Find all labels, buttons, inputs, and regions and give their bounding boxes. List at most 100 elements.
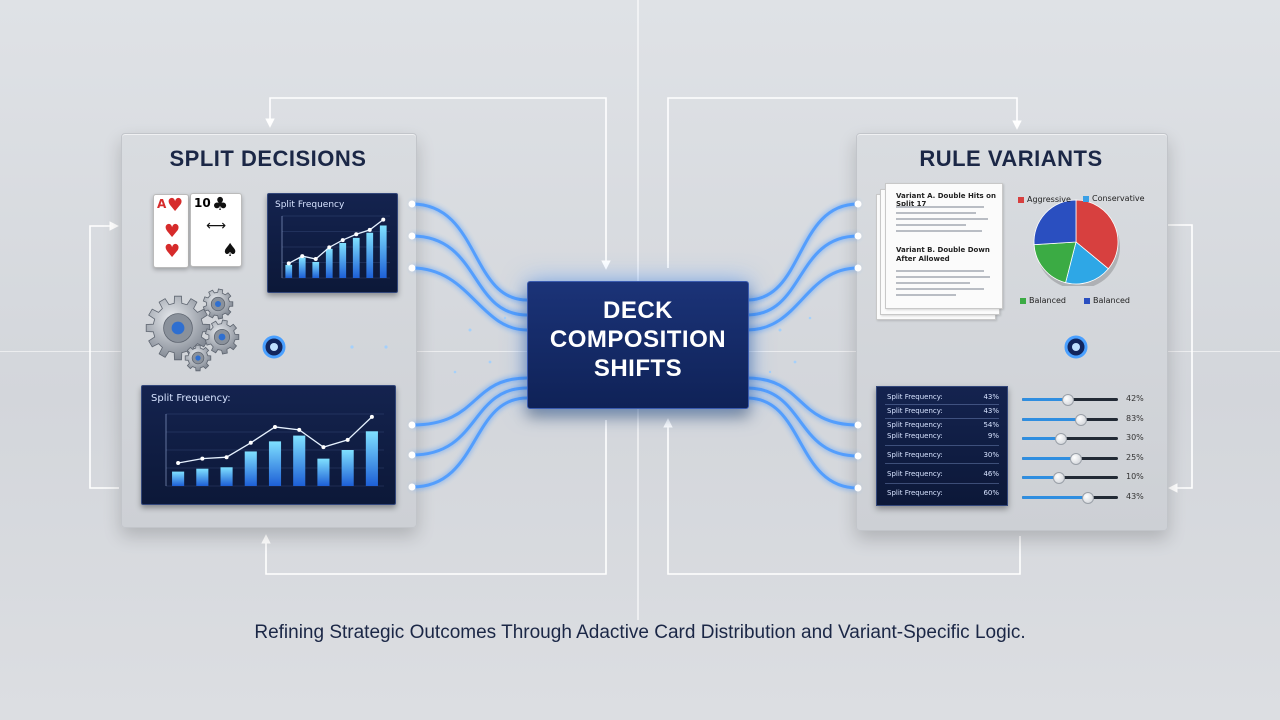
slider-value: 10% xyxy=(1126,472,1144,482)
variant-slider[interactable] xyxy=(1022,472,1118,485)
variant-slider[interactable] xyxy=(1022,394,1118,406)
chart-bar xyxy=(268,441,282,486)
chart-bar xyxy=(379,225,387,278)
table-row-divider xyxy=(885,463,999,464)
trend-point xyxy=(321,445,326,450)
rule-variant-pie-chart xyxy=(1033,199,1120,286)
central-title-line: SHIFTS xyxy=(593,355,683,382)
slider-fill xyxy=(1022,476,1058,480)
legend-balanced-2: Balanced xyxy=(1084,296,1130,305)
slider-value: 83% xyxy=(1126,413,1144,423)
doc-text-line xyxy=(896,218,988,220)
chart-bar xyxy=(298,257,306,278)
variant-slider[interactable] xyxy=(1022,433,1118,446)
doc-text-line xyxy=(896,206,984,208)
slider-knob[interactable] xyxy=(1069,452,1082,465)
slider-knob[interactable] xyxy=(1055,433,1068,446)
chart-bar xyxy=(339,242,347,278)
doc-text-line xyxy=(896,288,984,290)
trend-point xyxy=(248,440,253,445)
trend-point xyxy=(297,427,302,432)
table-row-divider xyxy=(885,483,999,484)
table-row-divider xyxy=(885,445,999,446)
chart-bar xyxy=(352,237,360,278)
diagram-caption: Refining Strategic Outcomes Through Adac… xyxy=(254,622,1026,643)
variant-slider[interactable] xyxy=(1022,452,1118,465)
chart-bar xyxy=(341,450,354,486)
ten-clubs-card: 10 ♣ ⟷ ♠ xyxy=(190,193,242,267)
split-frequency-table: Split Frequency: 43% Split Frequency: 43… xyxy=(876,386,1008,506)
heart-icon: ♥ xyxy=(164,221,181,242)
deck-composition-shifts-box: DECK COMPOSITION SHIFTS xyxy=(527,281,749,409)
table-row-label: Split Frequency: xyxy=(887,451,943,459)
club-icon: ♣ xyxy=(212,194,229,215)
variant-b-heading: Variant B. Double Down After Allowed xyxy=(896,246,990,263)
trend-point xyxy=(354,232,359,237)
trend-point xyxy=(273,424,277,429)
slider-knob[interactable] xyxy=(1074,413,1087,426)
variant-slider[interactable] xyxy=(1022,413,1118,426)
gear-center xyxy=(218,333,226,341)
chart-bar xyxy=(312,261,320,278)
doc-text-line xyxy=(896,276,990,278)
pie-slice xyxy=(1065,241,1109,285)
chart-bar xyxy=(293,435,306,486)
trend-point xyxy=(313,257,318,262)
slider-value: 42% xyxy=(1126,394,1144,403)
chart-bar xyxy=(317,458,330,486)
doc-text-line xyxy=(896,282,970,284)
split-frequency-small-chart: Split Frequency xyxy=(267,193,398,293)
small-chart-title: Split Frequency xyxy=(275,200,345,210)
table-row-label: Split Frequency: xyxy=(887,489,943,497)
trend-point xyxy=(176,460,181,465)
table-row-label: Split Frequency: xyxy=(887,407,943,415)
trend-point xyxy=(345,437,350,442)
table-row-value: 46% xyxy=(983,470,999,478)
table-row-divider xyxy=(885,404,999,405)
slider-knob[interactable] xyxy=(1052,472,1065,485)
table-row-value: 54% xyxy=(983,421,999,429)
trend-point xyxy=(224,455,229,460)
large-chart-plot xyxy=(165,413,384,487)
trend-point xyxy=(327,245,332,250)
rule-variants-title: RULE VARIANTS xyxy=(919,146,1103,171)
card-rank: A xyxy=(157,197,167,211)
trend-point xyxy=(300,254,305,259)
spade-icon: ♠ xyxy=(222,240,239,261)
split-decisions-title: SPLIT DECISIONS xyxy=(169,146,367,171)
chart-bar xyxy=(285,264,293,278)
table-row-value: 43% xyxy=(983,407,999,415)
central-title-line: DECK xyxy=(602,297,673,324)
swap-arrow-icon: ⟷ xyxy=(206,218,227,234)
chart-bar xyxy=(220,467,233,486)
table-row-label: Split Frequency: xyxy=(887,393,943,401)
slider-value: 30% xyxy=(1126,433,1144,443)
gears-icon xyxy=(145,288,240,372)
doc-text-line xyxy=(896,294,956,296)
small-chart-plot xyxy=(281,215,390,279)
card-rank: 10 xyxy=(194,196,211,210)
legend-swatch xyxy=(1020,297,1026,304)
table-row-value: 30% xyxy=(983,451,999,459)
gear-center xyxy=(215,301,221,307)
slider-knob[interactable] xyxy=(1062,394,1075,406)
trend-point xyxy=(286,261,291,266)
trend-point xyxy=(340,238,345,243)
legend-aggressive: Aggressive xyxy=(1018,195,1071,204)
variant-slider[interactable] xyxy=(1022,492,1118,504)
central-title: DECK COMPOSITION SHIFTS xyxy=(528,296,748,383)
trend-line xyxy=(288,219,384,264)
legend-conservative: Conservative xyxy=(1083,194,1145,203)
doc-text-line xyxy=(896,212,976,214)
slider-knob[interactable] xyxy=(1082,492,1095,504)
table-row-label: Split Frequency: xyxy=(887,470,943,478)
pie-slice xyxy=(1033,241,1077,284)
gear-center xyxy=(171,321,185,335)
central-title-line: COMPOSITION xyxy=(549,326,727,353)
chart-bar xyxy=(325,248,333,278)
heart-icon: ♥ xyxy=(164,241,181,262)
slider-fill xyxy=(1022,417,1080,421)
trend-point xyxy=(381,217,386,222)
